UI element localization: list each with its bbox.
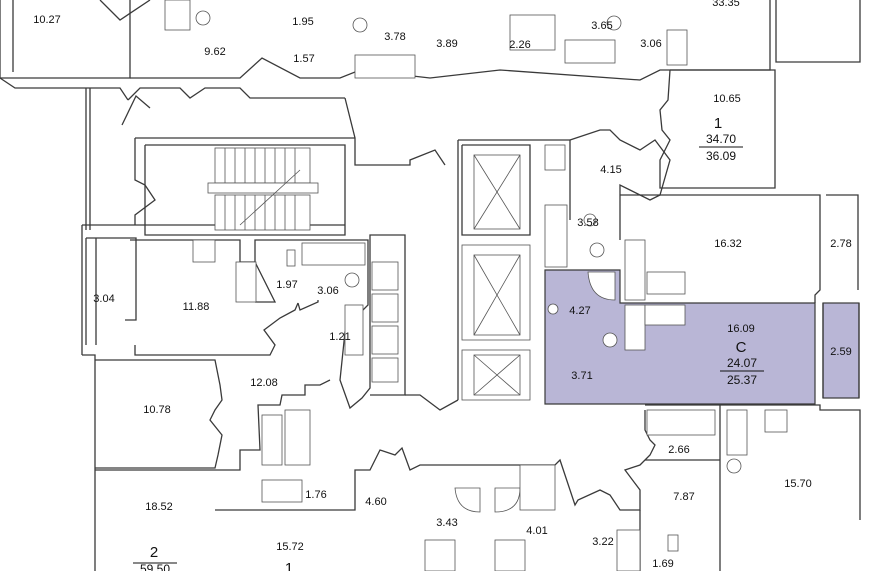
- apartment-1-label: 1 34.70 36.09: [699, 115, 743, 163]
- apartment-c-label[interactable]: С 24.07 25.37: [720, 339, 764, 387]
- room-area: 3.06: [317, 285, 338, 297]
- apartment-2-label: 2 59.50: [133, 544, 177, 571]
- building-core: [207, 139, 570, 411]
- room-area: 12.08: [250, 377, 278, 389]
- total-area: 36.09: [706, 149, 736, 163]
- room-area: 1.21: [329, 331, 350, 343]
- room-area: 4.27: [569, 305, 590, 317]
- room-area: 7.87: [673, 491, 694, 503]
- apartment-number: С: [736, 339, 747, 356]
- room-area: 4.01: [526, 525, 547, 537]
- room-area: 10.78: [143, 404, 171, 416]
- service-shafts: [284, 144, 566, 466]
- room-area: 15.72: [276, 541, 304, 553]
- living-area: 59.50: [140, 562, 170, 571]
- room-area: 16.09: [727, 323, 755, 335]
- apartment-number: 1: [714, 115, 722, 132]
- apartment-number: 2: [150, 544, 158, 561]
- room-area: 33.35: [712, 0, 740, 9]
- room-area: 3.22: [592, 536, 613, 548]
- room-area: 3.43: [436, 517, 457, 529]
- room-area: 2.59: [830, 346, 851, 358]
- balconies: [822, 303, 860, 398]
- room-area: 3.58: [577, 217, 598, 229]
- room-labels: 10.27 9.62 1.95 1.57 3.78 3.89 2.26 3.65…: [33, 0, 851, 570]
- room-area: 1.76: [305, 489, 326, 501]
- room-area: 3.89: [436, 38, 457, 50]
- apartment-number: 1: [285, 560, 293, 571]
- room-area: 16.32: [714, 238, 742, 250]
- room-area: 18.52: [145, 501, 173, 513]
- room-area: 2.66: [668, 444, 689, 456]
- bathroom-fixtures: [164, 0, 788, 571]
- room-area: 1.57: [293, 53, 314, 65]
- room-area: 3.65: [591, 20, 612, 32]
- living-area: 34.70: [706, 132, 736, 146]
- apartment-1-walls: [569, 69, 859, 303]
- room-area: 4.15: [600, 164, 621, 176]
- living-area: 24.07: [727, 356, 757, 370]
- room-area: 3.78: [384, 31, 405, 43]
- room-area: 3.04: [93, 293, 114, 305]
- room-area: 10.65: [713, 93, 741, 105]
- room-area: 2.78: [830, 238, 851, 250]
- room-area: 2.26: [509, 39, 530, 51]
- total-area: 25.37: [727, 373, 757, 387]
- room-area: 1.95: [292, 16, 313, 28]
- room-area: 3.06: [640, 38, 661, 50]
- room-area: 9.62: [204, 46, 225, 58]
- room-area: 10.27: [33, 14, 61, 26]
- room-area: 3.71: [571, 370, 592, 382]
- room-area: 4.60: [365, 496, 386, 508]
- room-area: 11.88: [183, 301, 210, 313]
- room-area: 1.69: [652, 558, 673, 570]
- room-area: 1.97: [276, 279, 297, 291]
- apartment-1b-label: 1: [285, 560, 293, 571]
- room-area: 15.70: [784, 478, 812, 490]
